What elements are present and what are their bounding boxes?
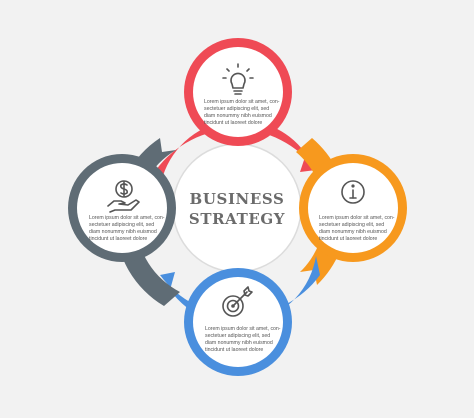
info-icon bbox=[341, 180, 365, 204]
node-bottom-inner bbox=[193, 277, 283, 367]
center-circle bbox=[172, 143, 302, 273]
ring-segment-top bbox=[156, 119, 316, 188]
node-right-text-2: sectetuer adipiscing elit, sed bbox=[319, 222, 384, 228]
node-right-inner bbox=[308, 163, 398, 253]
node-top-text-1: Lorem ipsum dolor sit amet, con- bbox=[204, 99, 280, 105]
hand-dollar-icon bbox=[107, 180, 140, 213]
node-right-text-1: Lorem ipsum dolor sit amet, con- bbox=[319, 215, 395, 221]
node-top: Lorem ipsum dolor sit amet, con- sectetu… bbox=[184, 38, 292, 146]
node-right-text-4: tincidunt ut laoreet dolore bbox=[319, 236, 377, 242]
node-left-text-4: tincidunt ut laoreet dolore bbox=[89, 236, 147, 242]
target-arrow-icon bbox=[222, 286, 253, 317]
node-right-text-3: diam nonummy nibh euismod bbox=[319, 229, 387, 235]
node-bottom-text-4: tincidunt ut laoreet dolore bbox=[205, 347, 263, 353]
node-right: Lorem ipsum dolor sit amet, con- sectetu… bbox=[299, 154, 407, 262]
node-left-inner bbox=[77, 163, 167, 253]
node-top-text-4: tincidunt ut laoreet dolore bbox=[204, 120, 262, 126]
node-left: Lorem ipsum dolor sit amet, con- sectetu… bbox=[68, 154, 176, 262]
node-bottom-text-1: Lorem ipsum dolor sit amet, con- bbox=[205, 326, 281, 332]
node-bottom: Lorem ipsum dolor sit amet, con- sectetu… bbox=[184, 268, 292, 376]
node-bottom-text-3: diam nonummy nibh euismod bbox=[205, 340, 273, 346]
node-bottom-text-2: sectetuer adipiscing elit, sed bbox=[205, 333, 270, 339]
center-title-line-2: STRATEGY bbox=[189, 210, 285, 228]
center-title-line-1: BUSINESS bbox=[190, 190, 285, 208]
node-left-text-1: Lorem ipsum dolor sit amet, con- bbox=[89, 215, 165, 221]
node-top-text-3: diam nonummy nibh euismod bbox=[204, 113, 272, 119]
node-left-text-2: sectetuer adipiscing elit, sed bbox=[89, 222, 154, 228]
node-top-inner bbox=[193, 47, 283, 137]
node-top-text-2: sectetuer adipiscing elit, sed bbox=[204, 106, 269, 112]
node-left-text-3: diam nonummy nibh euismod bbox=[89, 229, 157, 235]
lightbulb-icon bbox=[222, 63, 254, 95]
